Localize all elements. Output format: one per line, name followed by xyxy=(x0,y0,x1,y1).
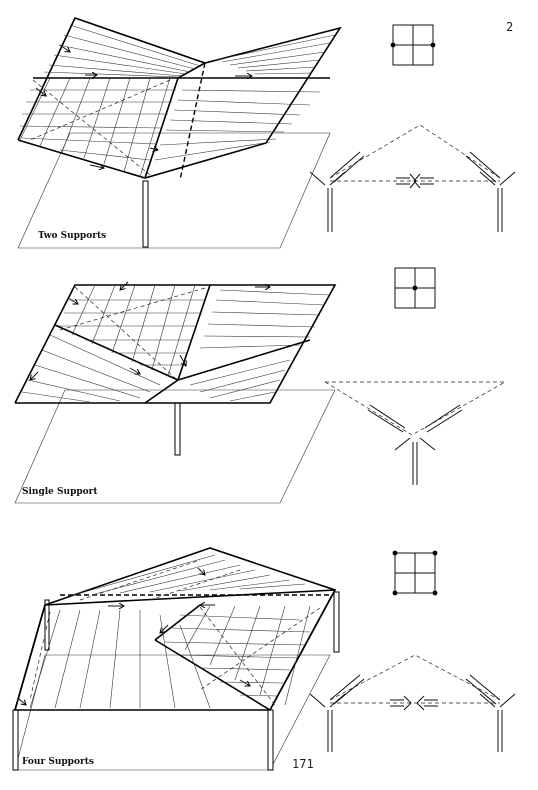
column xyxy=(174,402,181,456)
panel-single-support xyxy=(14,267,506,504)
flow-arrows xyxy=(35,44,252,168)
ground-plane xyxy=(17,132,331,249)
ground-plane xyxy=(14,654,331,771)
page-number: 2 xyxy=(506,20,514,34)
key-plan-two-supports xyxy=(390,24,436,66)
caption-four-supports: Four Supports xyxy=(22,757,94,767)
caption-two-supports: Two Supports xyxy=(38,231,107,241)
ground-plane xyxy=(14,389,336,504)
roof-shell xyxy=(14,284,337,404)
columns xyxy=(12,591,340,771)
key-plan-four-supports xyxy=(392,550,438,596)
key-plan-single-support xyxy=(394,267,436,309)
folio-page-number: 171 xyxy=(292,757,314,771)
panel-four-supports xyxy=(12,547,516,771)
roof-shell xyxy=(17,17,342,181)
flow-arrows xyxy=(30,281,270,380)
flow-arrows xyxy=(17,567,250,705)
column xyxy=(142,180,149,248)
roof-shell xyxy=(13,547,337,711)
caption-single-support: Single Support xyxy=(22,487,98,497)
force-diagram-two-supports xyxy=(309,124,516,232)
force-diagram-four-supports xyxy=(309,654,516,752)
force-diagram-single-support xyxy=(324,381,506,485)
panel-two-supports xyxy=(17,17,516,249)
